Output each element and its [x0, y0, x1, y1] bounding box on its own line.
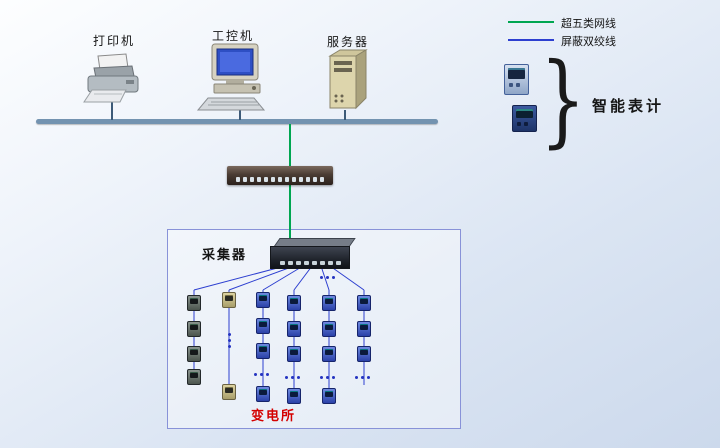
continuation-dots — [320, 376, 335, 379]
collector-port — [279, 261, 285, 265]
switch-port — [264, 177, 268, 182]
switch-port-row — [236, 177, 324, 182]
meter-icon — [287, 295, 301, 311]
ipc-icon — [196, 43, 266, 111]
printer-link-line — [111, 102, 113, 120]
smart-meter-icon-2 — [512, 105, 537, 132]
meter-icon — [287, 321, 301, 337]
meter-buttons — [509, 83, 528, 87]
meter-icon — [322, 321, 336, 337]
switch-port — [250, 177, 254, 182]
meter-icon — [256, 343, 270, 359]
switch-port — [306, 177, 310, 182]
meter-icon — [187, 346, 201, 362]
meter-screen — [516, 109, 533, 118]
ipc-link-line — [239, 110, 241, 120]
meter-icon — [187, 295, 201, 311]
legend-stp-line — [508, 39, 554, 41]
meter-icon — [322, 346, 336, 362]
collector-port-row — [279, 261, 341, 265]
switch-port — [285, 177, 289, 182]
meter-icon — [357, 321, 371, 337]
ethernet-switch — [227, 166, 333, 185]
collector-port — [295, 261, 301, 265]
substation-label: 变电所 — [251, 409, 297, 424]
switch-port — [243, 177, 247, 182]
collector-device — [270, 246, 350, 269]
printer-label: 打印机 — [93, 34, 136, 48]
collector-port — [335, 261, 341, 265]
meter-icon — [357, 295, 371, 311]
smart-meter-group-label: 智能表计 — [592, 97, 665, 115]
meter-icon — [187, 369, 201, 385]
switch-port — [320, 177, 324, 182]
meter-icon — [187, 321, 201, 337]
smart-meter-icon-1 — [504, 64, 529, 95]
meter-icon — [287, 346, 301, 362]
meter-icon — [357, 346, 371, 362]
server-link-line — [344, 110, 346, 120]
ipc-label: 工控机 — [212, 29, 255, 43]
collector-port — [327, 261, 333, 265]
meter-icon — [322, 388, 336, 404]
meter-icon — [256, 292, 270, 308]
continuation-dots — [228, 333, 231, 348]
server-icon — [328, 49, 368, 110]
collector-port — [303, 261, 309, 265]
meter-buttons — [517, 122, 536, 126]
continuation-dots — [320, 276, 335, 279]
switch-port — [299, 177, 303, 182]
meter-icon — [322, 295, 336, 311]
meter-icon — [222, 292, 236, 308]
collector-port — [287, 261, 293, 265]
collector-port — [319, 261, 325, 265]
switch-port — [271, 177, 275, 182]
meter-screen — [508, 68, 525, 79]
meter-icon — [287, 388, 301, 404]
meter-icon — [256, 318, 270, 334]
meter-icon — [256, 386, 270, 402]
continuation-dots — [254, 373, 269, 376]
continuation-dots — [355, 376, 370, 379]
server-label: 服务器 — [327, 35, 370, 49]
printer-icon — [83, 53, 139, 103]
ethernet-bus-line — [36, 119, 438, 124]
switch-port — [278, 177, 282, 182]
switch-port — [292, 177, 296, 182]
brace-icon: } — [540, 41, 586, 158]
continuation-dots — [285, 376, 300, 379]
collector-label: 采集器 — [202, 248, 248, 263]
switch-port — [313, 177, 317, 182]
legend-cat5-label: 超五类网线 — [561, 17, 616, 30]
legend-cat5-line — [508, 21, 554, 23]
legend-stp-label: 屏蔽双绞线 — [561, 35, 616, 48]
meter-icon — [222, 384, 236, 400]
switch-port — [257, 177, 261, 182]
collector-port — [311, 261, 317, 265]
switch-port — [236, 177, 240, 182]
